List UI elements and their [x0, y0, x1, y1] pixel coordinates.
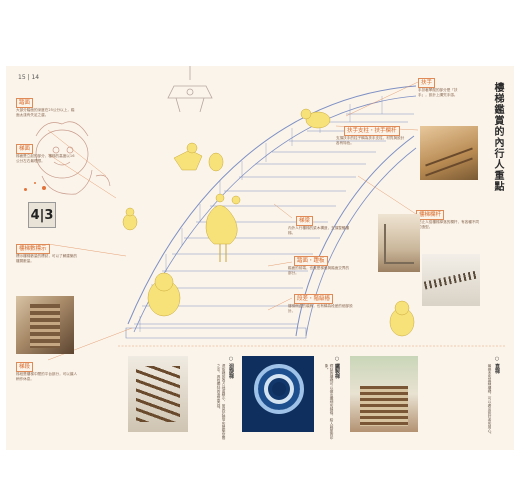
text-stair-end: 踏面的前端，也就是梯面與踏面交界的部分。 [288, 266, 350, 276]
text-pillar: 大部分踏面的深度在25公分以上，踏面太淺有失足之虞。 [16, 108, 75, 118]
bottom-col1-text: 迴旋梯因為占地面積小，常見於狹窄的建築空間之中，具有獨特的造型美感。 [217, 364, 226, 440]
bottom-col1-head: ○ 迴旋梯 [228, 356, 234, 379]
label-nosing: 段差・階級樁 [294, 294, 334, 304]
orange-dot [24, 188, 27, 191]
photo-landing [16, 296, 74, 354]
photo-straight [350, 356, 418, 432]
label-baluster: 樓梯欄杆 [416, 210, 445, 220]
text-width: 標示樓梯數量的標誌，可以了解建築的樓層數量。 [16, 254, 78, 264]
photo-baluster [422, 254, 480, 306]
page-title: 樓梯鑑賞的內行人重點 [492, 82, 503, 192]
bottom-col3-text: 最基本的直線樓梯，可以看出設計者的用心。 [488, 364, 492, 436]
orange-dot [42, 186, 46, 190]
photo-spiral-2 [242, 356, 314, 432]
photo-handrail [420, 126, 478, 180]
photo-spiral-1 [128, 356, 188, 432]
text-stringer: 內外人行樓梯的梁木構造，支撐整體樓梯。 [288, 226, 350, 236]
label-stringer: 梯梁 [296, 216, 314, 226]
text-handrail-post: 支撐扶手的柱子稱為扶手支柱，材質與設計各有特色。 [336, 136, 405, 146]
staircase-illustration [35, 66, 506, 361]
label-landing: 梯段 [16, 362, 34, 372]
bottom-col2-head: ○ 鐵製梯 [334, 356, 340, 379]
photo-stringer [378, 214, 420, 272]
number-sign: 4|3 [28, 202, 56, 228]
label-riser: 梯面 [16, 144, 34, 154]
page-numbers: 15 | 14 [18, 74, 40, 81]
text-baluster: 防止人從樓梯掉落的欄杆，有各種不同的造型。 [418, 220, 480, 230]
label-handrail-post: 扶手支柱・扶手欄杆 [344, 126, 400, 136]
text-nosing: 樓梯側邊的裝飾，也有稱為段差的細部設計。 [288, 304, 353, 314]
magazine-spread: 15 | 14 [6, 66, 514, 450]
text-handrail: 手扶著攀爬的部分是「扶手」，設計上講究手感。 [418, 88, 458, 98]
label-handrail: 扶手 [418, 78, 436, 88]
orange-dot [34, 182, 36, 184]
label-width: 樓梯數標示 [16, 244, 50, 254]
bottom-col2-text: 鐵製的樓梯可以做出纖細的線條，給人輕盈的印象。 [325, 364, 334, 440]
bottom-col3-head: ○ 直梯 [494, 356, 500, 374]
label-stair-end: 踏面・蹬板 [294, 256, 328, 266]
text-riser: 梯面是立起的部分，樓梯的高度以16公分左右最理想。 [16, 154, 75, 164]
text-landing: 梯段是樓梯中間的平台部分，可以讓人稍作休息。 [16, 372, 78, 382]
label-pillar: 踏面 [16, 98, 34, 108]
